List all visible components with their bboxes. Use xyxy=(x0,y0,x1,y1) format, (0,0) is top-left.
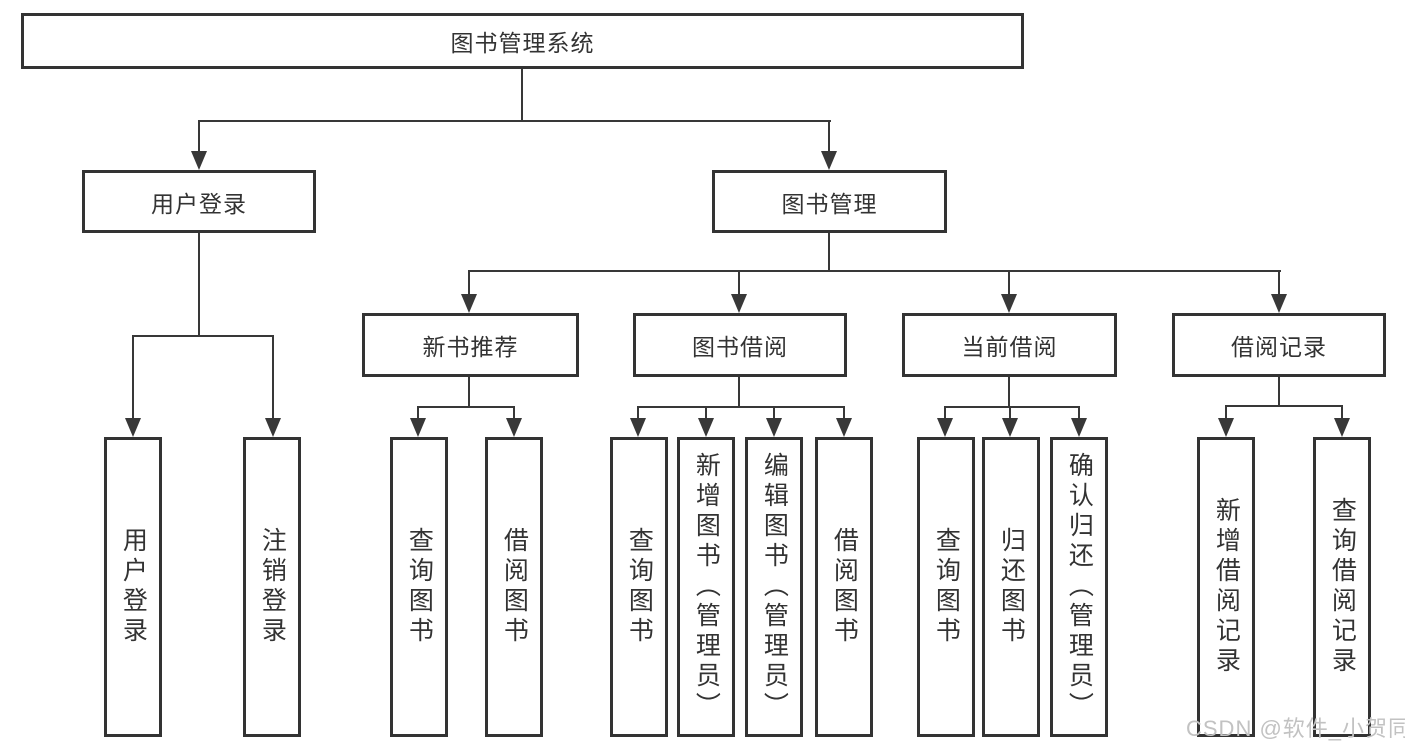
arrow-down-icon xyxy=(1218,418,1234,437)
leaf-confirm-return-admin-label: 确认归还（管理员） xyxy=(1065,452,1094,722)
leaf-borrow-book-1: 借阅图书 xyxy=(485,437,543,737)
connector-line xyxy=(132,335,134,419)
leaf-query-borrow-record-label: 查询借阅记录 xyxy=(1328,497,1357,677)
leaf-return-book: 归还图书 xyxy=(982,437,1040,737)
connector-line xyxy=(521,69,523,120)
node-new-book-recommend-label: 新书推荐 xyxy=(422,334,519,360)
leaf-borrow-book-2: 借阅图书 xyxy=(815,437,873,737)
connector-line xyxy=(738,377,740,408)
connector-line xyxy=(828,233,830,272)
arrow-down-icon xyxy=(698,418,714,437)
node-new-book-recommend: 新书推荐 xyxy=(362,313,579,377)
leaf-borrow-book-2-label: 借阅图书 xyxy=(830,527,859,647)
node-book-borrow: 图书借阅 xyxy=(633,313,847,377)
connector-line xyxy=(843,406,845,420)
connector-line xyxy=(705,406,707,420)
connector-line xyxy=(1009,406,1011,420)
arrow-down-icon xyxy=(821,151,837,170)
connector-line xyxy=(468,270,1281,272)
arrow-down-icon xyxy=(1271,294,1287,313)
leaf-query-book-2: 查询图书 xyxy=(610,437,668,737)
leaf-user-login-label: 用户登录 xyxy=(119,527,148,647)
node-user-login-label: 用户登录 xyxy=(151,190,247,217)
leaf-query-book-3-label: 查询图书 xyxy=(932,527,961,647)
leaf-edit-book-admin: 编辑图书（管理员） xyxy=(745,437,803,737)
arrow-down-icon xyxy=(191,151,207,170)
arrow-down-icon xyxy=(461,294,477,313)
connector-line xyxy=(944,406,946,420)
arrow-down-icon xyxy=(630,418,646,437)
node-root: 图书管理系统 xyxy=(21,13,1024,69)
arrow-down-icon xyxy=(506,418,522,437)
connector-line xyxy=(1341,405,1343,420)
arrow-down-icon xyxy=(937,418,953,437)
leaf-add-borrow-record: 新增借阅记录 xyxy=(1197,437,1255,737)
node-book-management: 图书管理 xyxy=(712,170,947,233)
connector-line xyxy=(132,335,274,337)
leaf-user-login: 用户登录 xyxy=(104,437,162,737)
connector-line xyxy=(468,377,470,408)
leaf-edit-book-admin-label: 编辑图书（管理员） xyxy=(760,452,789,722)
connector-line xyxy=(637,406,845,408)
connector-line xyxy=(1078,406,1080,420)
node-user-login: 用户登录 xyxy=(82,170,316,233)
node-current-borrow: 当前借阅 xyxy=(902,313,1117,377)
connector-line xyxy=(272,335,274,419)
connector-line xyxy=(468,270,470,295)
connector-line xyxy=(1278,377,1280,407)
arrow-down-icon xyxy=(265,418,281,437)
node-book-management-label: 图书管理 xyxy=(781,190,878,217)
leaf-logout-label: 注销登录 xyxy=(258,527,287,647)
connector-line xyxy=(1008,377,1010,408)
arrow-down-icon xyxy=(731,294,747,313)
leaf-query-book-2-label: 查询图书 xyxy=(625,527,654,647)
connector-line xyxy=(1225,405,1343,407)
connector-line xyxy=(738,270,740,295)
leaf-add-borrow-record-label: 新增借阅记录 xyxy=(1212,497,1241,677)
connector-line xyxy=(417,406,515,408)
node-borrow-record-label: 借阅记录 xyxy=(1231,334,1327,360)
connector-line xyxy=(198,120,200,153)
arrow-down-icon xyxy=(1002,418,1018,437)
connector-line xyxy=(1278,270,1280,295)
arrow-down-icon xyxy=(766,418,782,437)
connector-line xyxy=(1225,405,1227,420)
arrow-down-icon xyxy=(1001,294,1017,313)
node-current-borrow-label: 当前借阅 xyxy=(961,334,1058,360)
leaf-query-book-1: 查询图书 xyxy=(390,437,448,737)
watermark-text: CSDN @软件_小贺同学 xyxy=(1186,716,1405,741)
leaf-query-book-1-label: 查询图书 xyxy=(405,527,434,647)
connector-line xyxy=(198,120,831,122)
leaf-add-book-admin-label: 新增图书（管理员） xyxy=(692,452,721,722)
arrow-down-icon xyxy=(410,418,426,437)
connector-line xyxy=(828,120,830,153)
connector-line xyxy=(1008,270,1010,295)
node-root-label: 图书管理系统 xyxy=(450,30,595,56)
leaf-add-book-admin: 新增图书（管理员） xyxy=(677,437,735,737)
connector-line xyxy=(773,406,775,420)
connector-line xyxy=(417,406,419,420)
leaf-logout: 注销登录 xyxy=(243,437,301,737)
node-book-borrow-label: 图书借阅 xyxy=(692,334,788,360)
arrow-down-icon xyxy=(1071,418,1087,437)
leaf-query-book-3: 查询图书 xyxy=(917,437,975,737)
leaf-borrow-book-1-label: 借阅图书 xyxy=(500,527,529,647)
node-borrow-record: 借阅记录 xyxy=(1172,313,1386,377)
connector-line xyxy=(198,233,200,337)
arrow-down-icon xyxy=(125,418,141,437)
arrow-down-icon xyxy=(836,418,852,437)
leaf-confirm-return-admin: 确认归还（管理员） xyxy=(1050,437,1108,737)
connector-line xyxy=(944,406,1080,408)
connector-line xyxy=(637,406,639,420)
leaf-return-book-label: 归还图书 xyxy=(997,527,1026,647)
connector-line xyxy=(513,406,515,420)
arrow-down-icon xyxy=(1334,418,1350,437)
leaf-query-borrow-record: 查询借阅记录 xyxy=(1313,437,1371,737)
